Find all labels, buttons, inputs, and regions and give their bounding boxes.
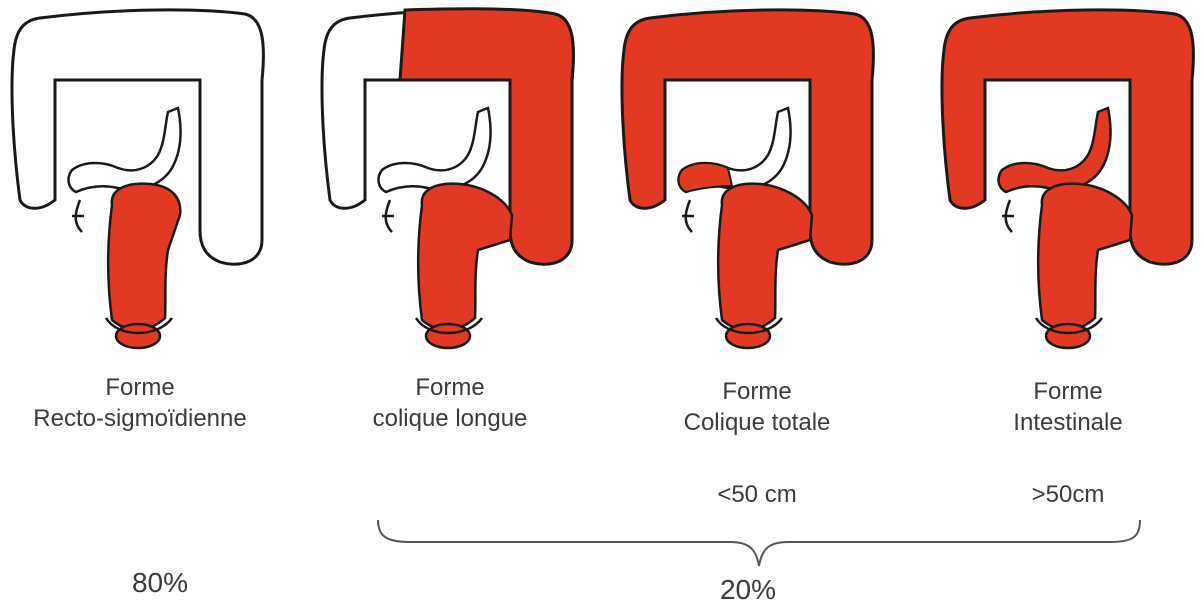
colon-diagram-total-colic	[610, 0, 890, 360]
colon-diagram-intestinal	[930, 0, 1204, 360]
caption-line-1: Forme	[0, 372, 280, 403]
colon-diagram-recto-sigmoid	[0, 0, 280, 360]
caption-line-1: Forme	[310, 372, 590, 403]
percent-extended-forms: 20%	[668, 574, 828, 606]
grouping-brace	[370, 512, 1150, 572]
caption-line-2: Recto-sigmoïdienne	[0, 403, 280, 434]
caption-long-colic: Forme colique longue	[310, 372, 590, 434]
length-total-colic: <50 cm	[677, 481, 837, 509]
caption-line-2: Intestinale	[928, 407, 1204, 438]
caption-line-1: Forme	[617, 376, 897, 407]
caption-line-2: colique longue	[310, 403, 590, 434]
caption-line-2: Colique totale	[617, 407, 897, 438]
percent-recto-sigmoid: 80%	[80, 567, 240, 599]
colon-diagram-long-colic	[310, 0, 590, 360]
length-intestinal: >50cm	[988, 481, 1148, 509]
caption-recto-sigmoid: Forme Recto-sigmoïdienne	[0, 372, 280, 434]
caption-line-1: Forme	[928, 376, 1204, 407]
caption-total-colic: Forme Colique totale	[617, 376, 897, 438]
caption-intestinal: Forme Intestinale	[928, 376, 1204, 438]
